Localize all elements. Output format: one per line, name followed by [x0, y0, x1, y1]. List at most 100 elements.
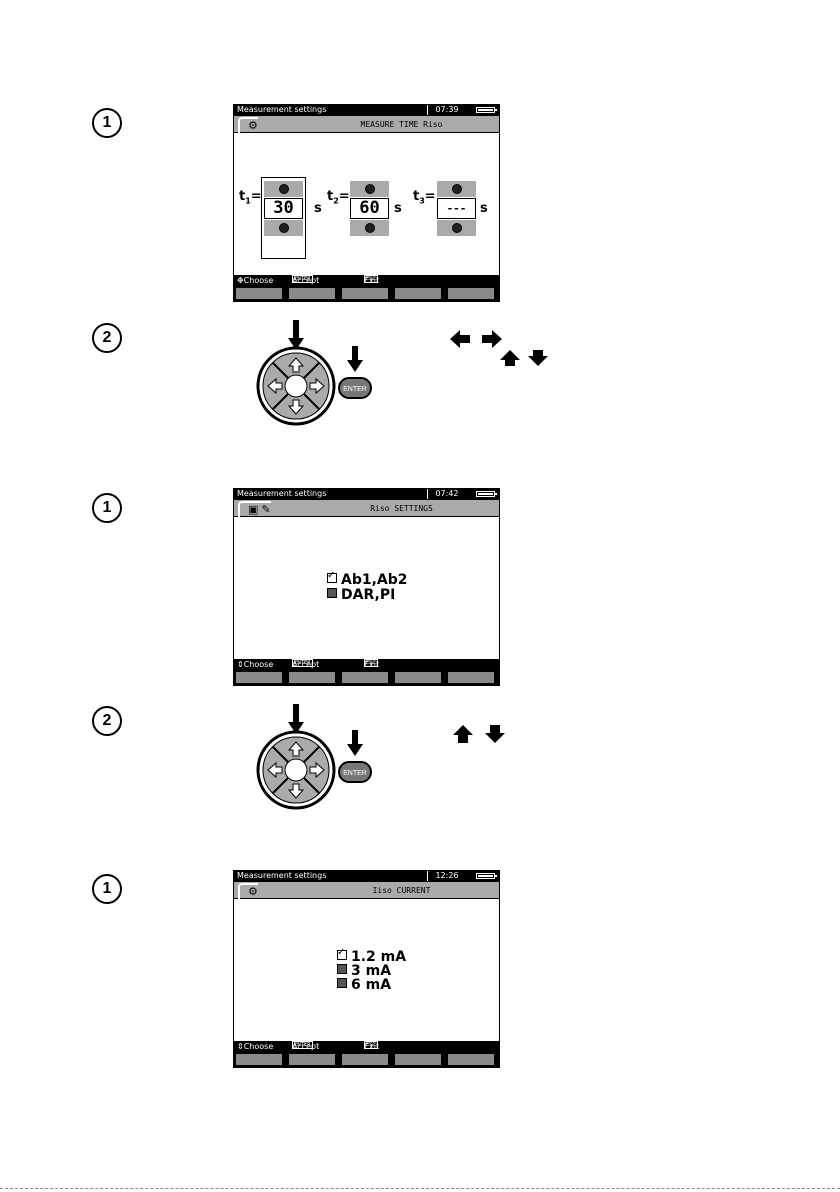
- function-key-5[interactable]: [448, 1054, 494, 1065]
- function-key-5[interactable]: [448, 288, 494, 299]
- status-bar: Measurement settings 07:42: [234, 489, 499, 499]
- checkbox-unchecked-icon[interactable]: [327, 588, 337, 598]
- clock: 07:39: [427, 105, 466, 115]
- step-number-1: 1: [92, 874, 122, 904]
- status-title: Measurement settings: [237, 871, 327, 880]
- battery-icon: [476, 491, 497, 497]
- measurement-mode-icon: ⚙: [238, 883, 258, 899]
- down-button-icon: [452, 223, 462, 233]
- t3-down-button[interactable]: [437, 220, 476, 236]
- press-arrow-icon: [288, 320, 304, 350]
- function-key-4[interactable]: [395, 672, 441, 683]
- function-key-bar: [234, 670, 499, 685]
- device-screen-iso-current: Measurement settings 12:26 ⚙ Iiso CURREN…: [233, 870, 500, 1068]
- screen-header: ▣ ✎ Riso SETTINGS: [234, 500, 499, 517]
- screen-title: MEASURE TIME Riso: [360, 120, 443, 129]
- settings-tools-icon: ▣ ✎: [238, 501, 271, 517]
- screen-title: Riso SETTINGS: [370, 504, 433, 513]
- t1-label: t1=: [239, 189, 262, 206]
- t1-up-button[interactable]: [264, 181, 303, 197]
- screen-body: t1= 30 s t2= 60 s t3= --- s: [234, 133, 499, 275]
- t2-up-button[interactable]: [350, 181, 389, 197]
- up-button-icon: [279, 184, 289, 194]
- device-screen-measure-time: Measurement settings 07:39 ⚙ MEASURE TIM…: [233, 104, 500, 302]
- clock: 12:26: [427, 871, 466, 881]
- screen-body: 1.2 mA 3 mA 6 mA: [234, 899, 499, 1041]
- choose-hint: ✥ Choose: [237, 276, 274, 285]
- option-dar-pi[interactable]: DAR,PI: [327, 588, 395, 602]
- t3-unit: s: [480, 201, 488, 216]
- checkbox-unchecked-icon[interactable]: [337, 964, 347, 974]
- press-arrow-icon: [288, 704, 304, 734]
- page-bottom-divider: [0, 1188, 840, 1189]
- checkbox-unchecked-icon[interactable]: [337, 978, 347, 988]
- press-arrow-icon: [347, 730, 363, 756]
- step-number-2: 2: [92, 323, 122, 353]
- measurement-mode-icon: ⚙: [238, 117, 258, 133]
- up-arrow-icon: [453, 725, 473, 743]
- step-number-1: 1: [92, 493, 122, 523]
- screen-body: Ab1,Ab2 DAR,PI: [234, 517, 499, 659]
- device-screen-riso-settings: Measurement settings 07:42 ▣ ✎ Riso SETT…: [233, 488, 500, 686]
- t2-label: t2=: [327, 189, 350, 206]
- clock: 07:42: [427, 489, 466, 499]
- status-bar: Measurement settings 12:26: [234, 871, 499, 881]
- function-key-1[interactable]: [236, 1054, 282, 1065]
- down-button-icon: [279, 223, 289, 233]
- function-key-1[interactable]: [236, 672, 282, 683]
- function-key-bar: [234, 286, 499, 301]
- function-key-2[interactable]: [289, 288, 335, 299]
- function-key-2[interactable]: [289, 672, 335, 683]
- up-arrow-icon: [500, 350, 520, 366]
- enter-key-icon[interactable]: ENTER: [338, 761, 372, 783]
- function-key-3[interactable]: [342, 1054, 388, 1065]
- down-arrow-icon: [485, 725, 505, 743]
- navigation-pad-icon: [256, 730, 336, 810]
- navigation-pad-icon: [256, 346, 336, 426]
- status-title: Measurement settings: [237, 489, 327, 498]
- svg-text:ENTER: ENTER: [343, 386, 367, 393]
- checkbox-checked-icon[interactable]: [327, 569, 337, 583]
- function-key-4[interactable]: [395, 1054, 441, 1065]
- step-number-2: 2: [92, 706, 122, 736]
- option-ab1-ab2[interactable]: Ab1,Ab2: [327, 569, 408, 587]
- battery-icon: [476, 107, 497, 113]
- t2-value[interactable]: 60: [350, 198, 389, 219]
- checkbox-checked-icon[interactable]: [337, 946, 347, 960]
- up-button-icon: [452, 184, 462, 194]
- t3-value[interactable]: ---: [437, 198, 476, 219]
- t1-field-frame: [261, 177, 306, 259]
- keypad-illustration: ENTER: [256, 704, 372, 810]
- function-key-3[interactable]: [342, 288, 388, 299]
- status-bar: Measurement settings 07:39: [234, 105, 499, 115]
- down-arrow-icon: [528, 350, 548, 366]
- battery-icon: [476, 873, 497, 879]
- function-key-5[interactable]: [448, 672, 494, 683]
- function-key-4[interactable]: [395, 288, 441, 299]
- t1-down-button[interactable]: [264, 220, 303, 236]
- t3-up-button[interactable]: [437, 181, 476, 197]
- enter-key-icon[interactable]: ENTER: [338, 377, 372, 399]
- option-3-ma[interactable]: 3 mA: [337, 964, 391, 978]
- option-6-ma[interactable]: 6 mA: [337, 978, 391, 992]
- status-title: Measurement settings: [237, 105, 327, 114]
- function-key-2[interactable]: [289, 1054, 335, 1065]
- press-arrow-icon: [347, 346, 363, 372]
- up-button-icon: [365, 184, 375, 194]
- t1-unit: s: [314, 201, 322, 216]
- keypad-illustration: ENTER: [256, 320, 372, 426]
- screen-header: ⚙ MEASURE TIME Riso: [234, 116, 499, 133]
- function-key-bar: [234, 1052, 499, 1067]
- function-key-1[interactable]: [236, 288, 282, 299]
- t1-value[interactable]: 30: [264, 198, 303, 219]
- function-key-3[interactable]: [342, 672, 388, 683]
- t2-down-button[interactable]: [350, 220, 389, 236]
- option-1-2-ma[interactable]: 1.2 mA: [337, 946, 406, 964]
- choose-hint: ⇕ Choose: [237, 660, 274, 669]
- hint-arrows-up-down: [453, 725, 505, 743]
- right-arrow-icon: [482, 330, 502, 348]
- left-arrow-icon: [450, 330, 470, 348]
